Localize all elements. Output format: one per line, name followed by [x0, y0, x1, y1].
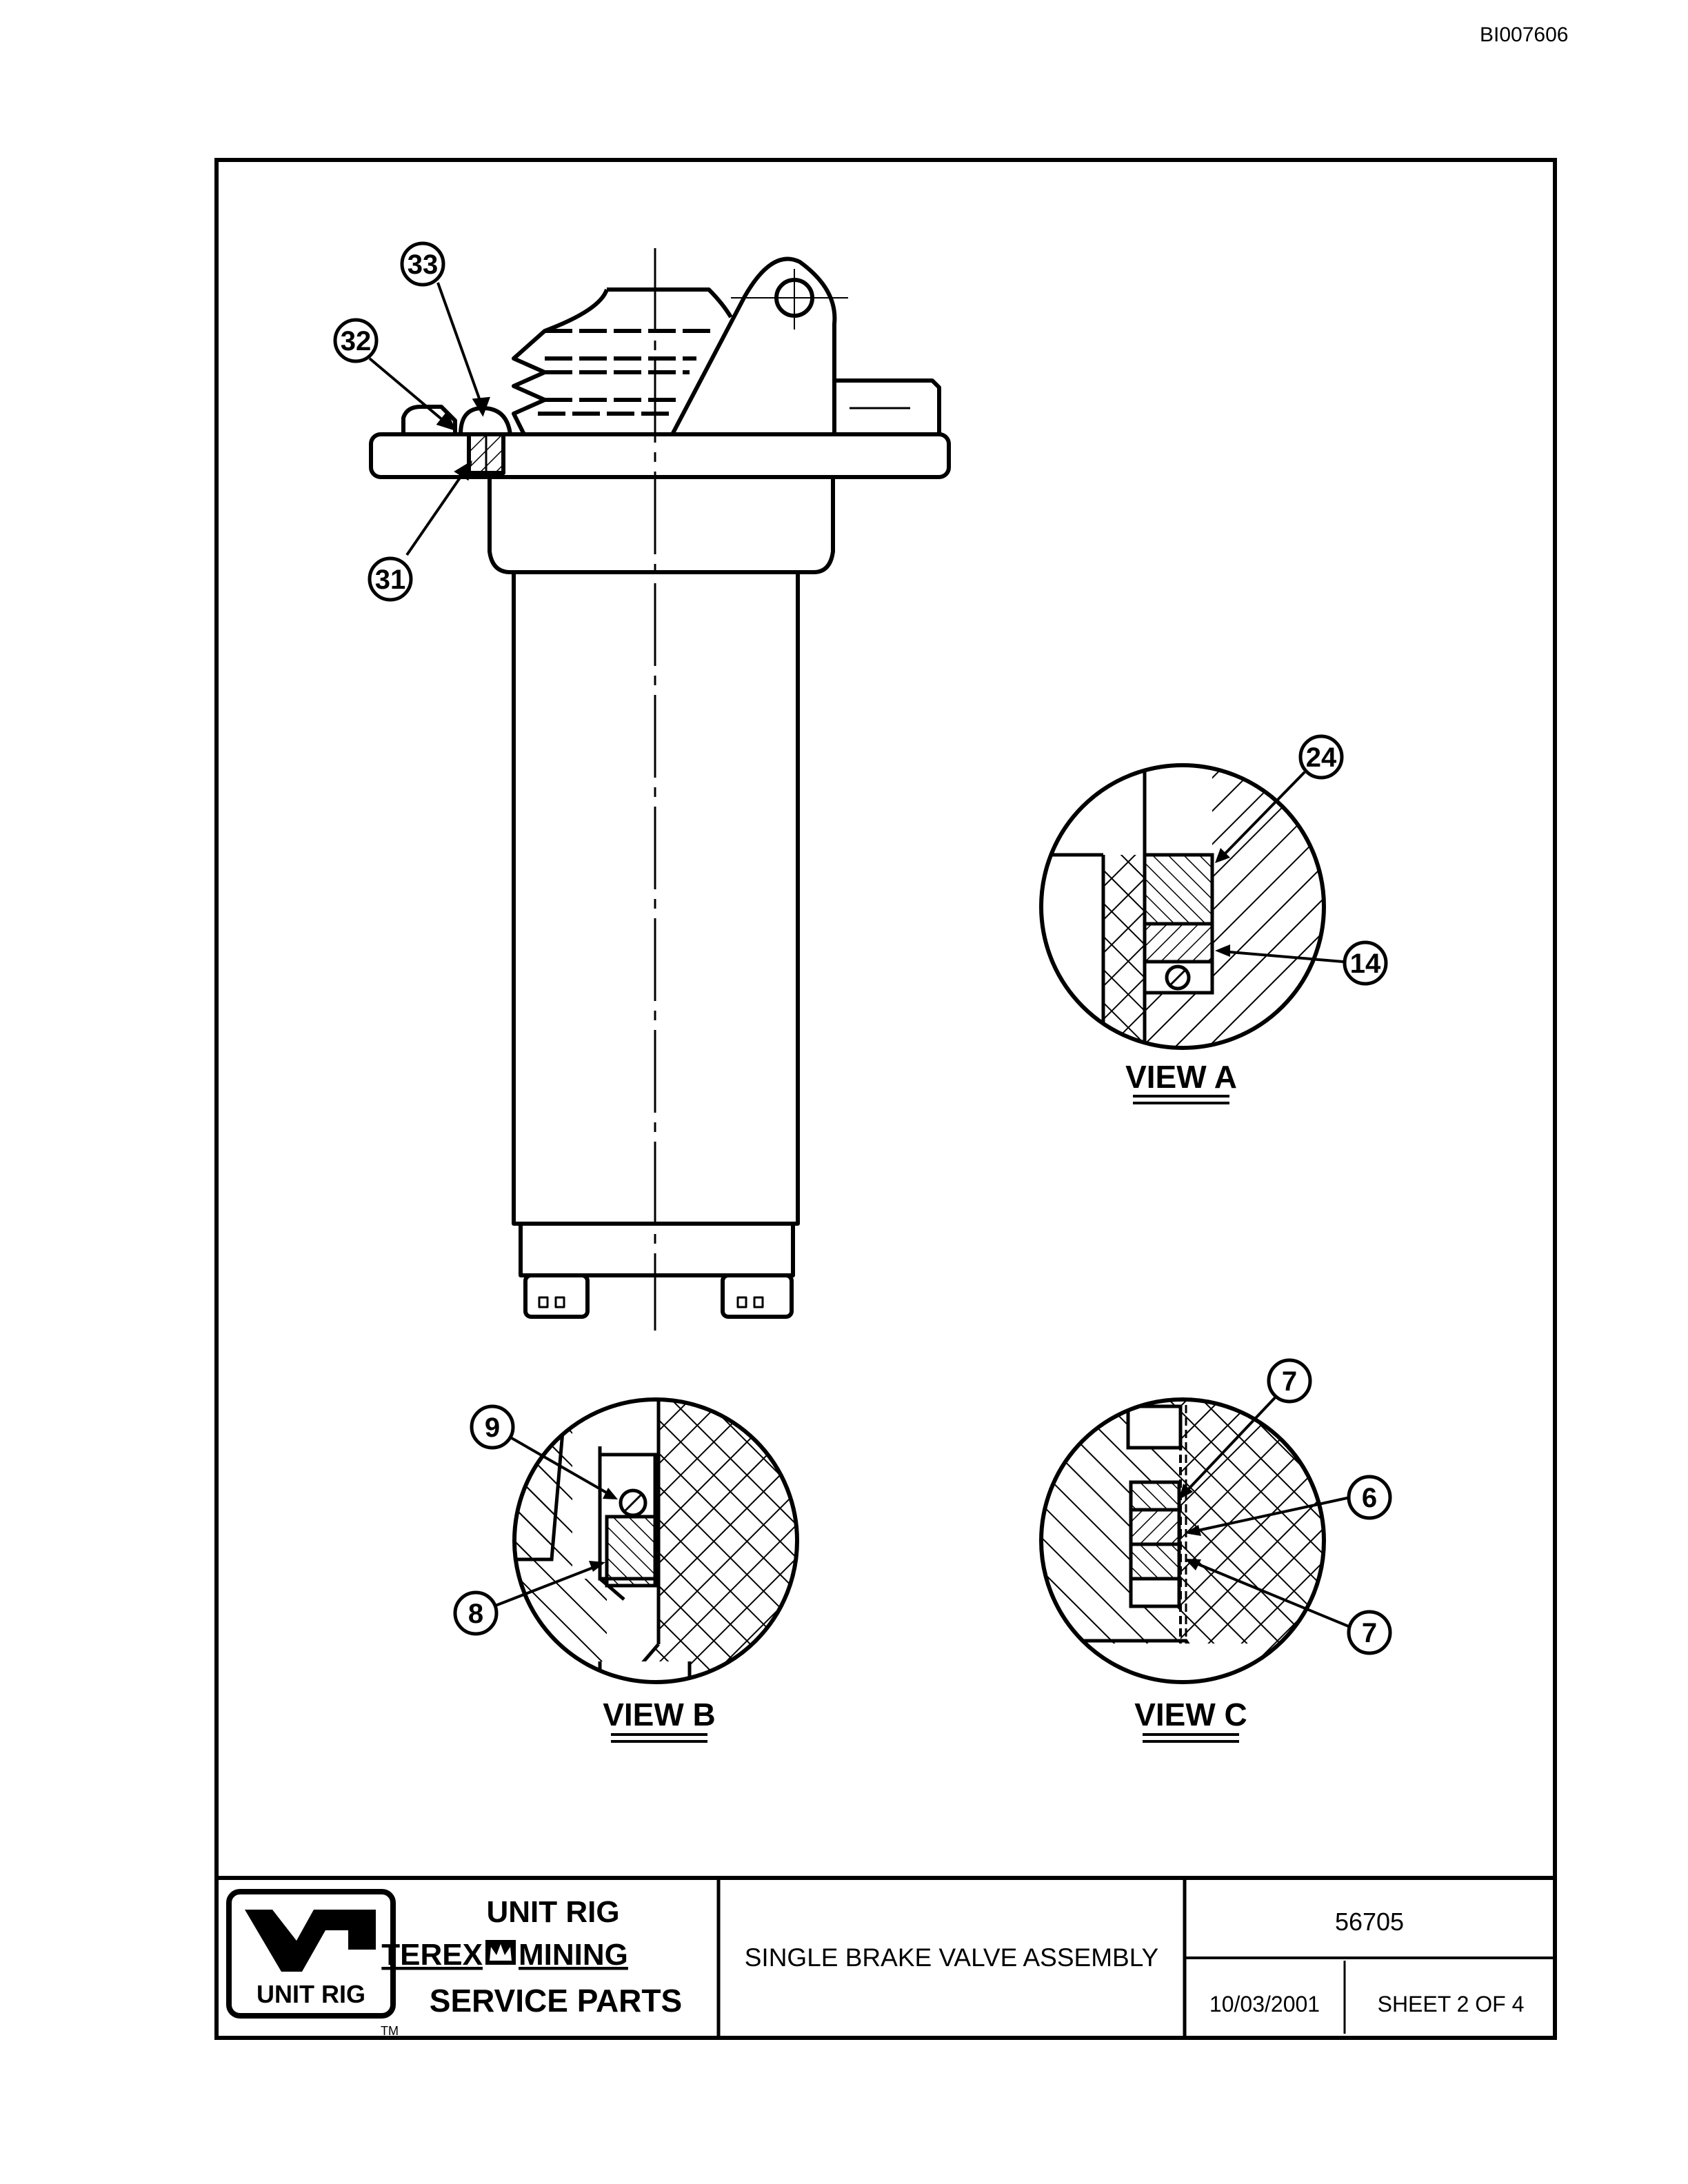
callout-14: 14: [1343, 940, 1388, 986]
callout-24: 24: [1298, 734, 1344, 780]
callout-6-label: 6: [1362, 1483, 1377, 1513]
callout-6: 6: [1347, 1475, 1392, 1520]
callout-24-label: 24: [1306, 742, 1337, 773]
part-number: 56705: [1335, 1908, 1404, 1936]
view-b-label: VIEW B: [603, 1697, 716, 1732]
view-c-detail: 7 6 7 VIEW C: [1039, 1358, 1392, 1743]
callout-7-bottom-label: 7: [1362, 1618, 1377, 1648]
crown-icon: [485, 1940, 516, 1965]
main-view-leaders: [368, 282, 490, 556]
callout-7-top-label: 7: [1282, 1366, 1297, 1397]
drawing-title: SINGLE BRAKE VALVE ASSEMBLY: [745, 1943, 1158, 1972]
sheet-number: SHEET 2 OF 4: [1378, 1992, 1525, 2016]
callout-7-top: 7: [1267, 1358, 1312, 1404]
view-a-label: VIEW A: [1125, 1059, 1237, 1095]
callout-7-bottom: 7: [1347, 1610, 1392, 1655]
callout-33-label: 33: [408, 250, 439, 280]
callout-8-label: 8: [468, 1599, 483, 1629]
unit-rig-logo: UNIT RIG TM: [226, 1889, 399, 2038]
callout-31-label: 31: [375, 565, 406, 595]
title-block: UNIT RIG TM UNIT RIG TEREX MINING SERVIC…: [226, 1878, 1555, 2038]
callout-33: 33: [400, 241, 445, 287]
issue-date: 10/03/2001: [1209, 1992, 1320, 2016]
logo-text: UNIT RIG: [257, 1980, 365, 2008]
view-b-detail: 9 8 VIEW B: [453, 1397, 799, 1743]
callout-32: 32: [333, 318, 379, 363]
brand-mining: MINING: [519, 1938, 628, 1972]
callout-9: 9: [470, 1404, 515, 1450]
callout-32-label: 32: [341, 326, 372, 356]
brand-service-parts: SERVICE PARTS: [430, 1983, 682, 2019]
callout-9-label: 9: [485, 1413, 500, 1443]
brake-valve-main-view: [369, 248, 951, 1331]
document-id: BI007606: [1480, 23, 1569, 46]
callout-31: 31: [368, 556, 413, 602]
brand-unit-rig: UNIT RIG: [486, 1895, 619, 1929]
callout-14-label: 14: [1350, 949, 1381, 979]
view-c-label: VIEW C: [1134, 1697, 1247, 1732]
callout-8: 8: [453, 1590, 499, 1636]
trademark-mark: TM: [381, 2024, 399, 2038]
brand-terex: TEREX: [381, 1938, 483, 1972]
drawing-frame: [214, 158, 1557, 2040]
view-a-detail: 24 14 VIEW A: [1039, 734, 1388, 1104]
